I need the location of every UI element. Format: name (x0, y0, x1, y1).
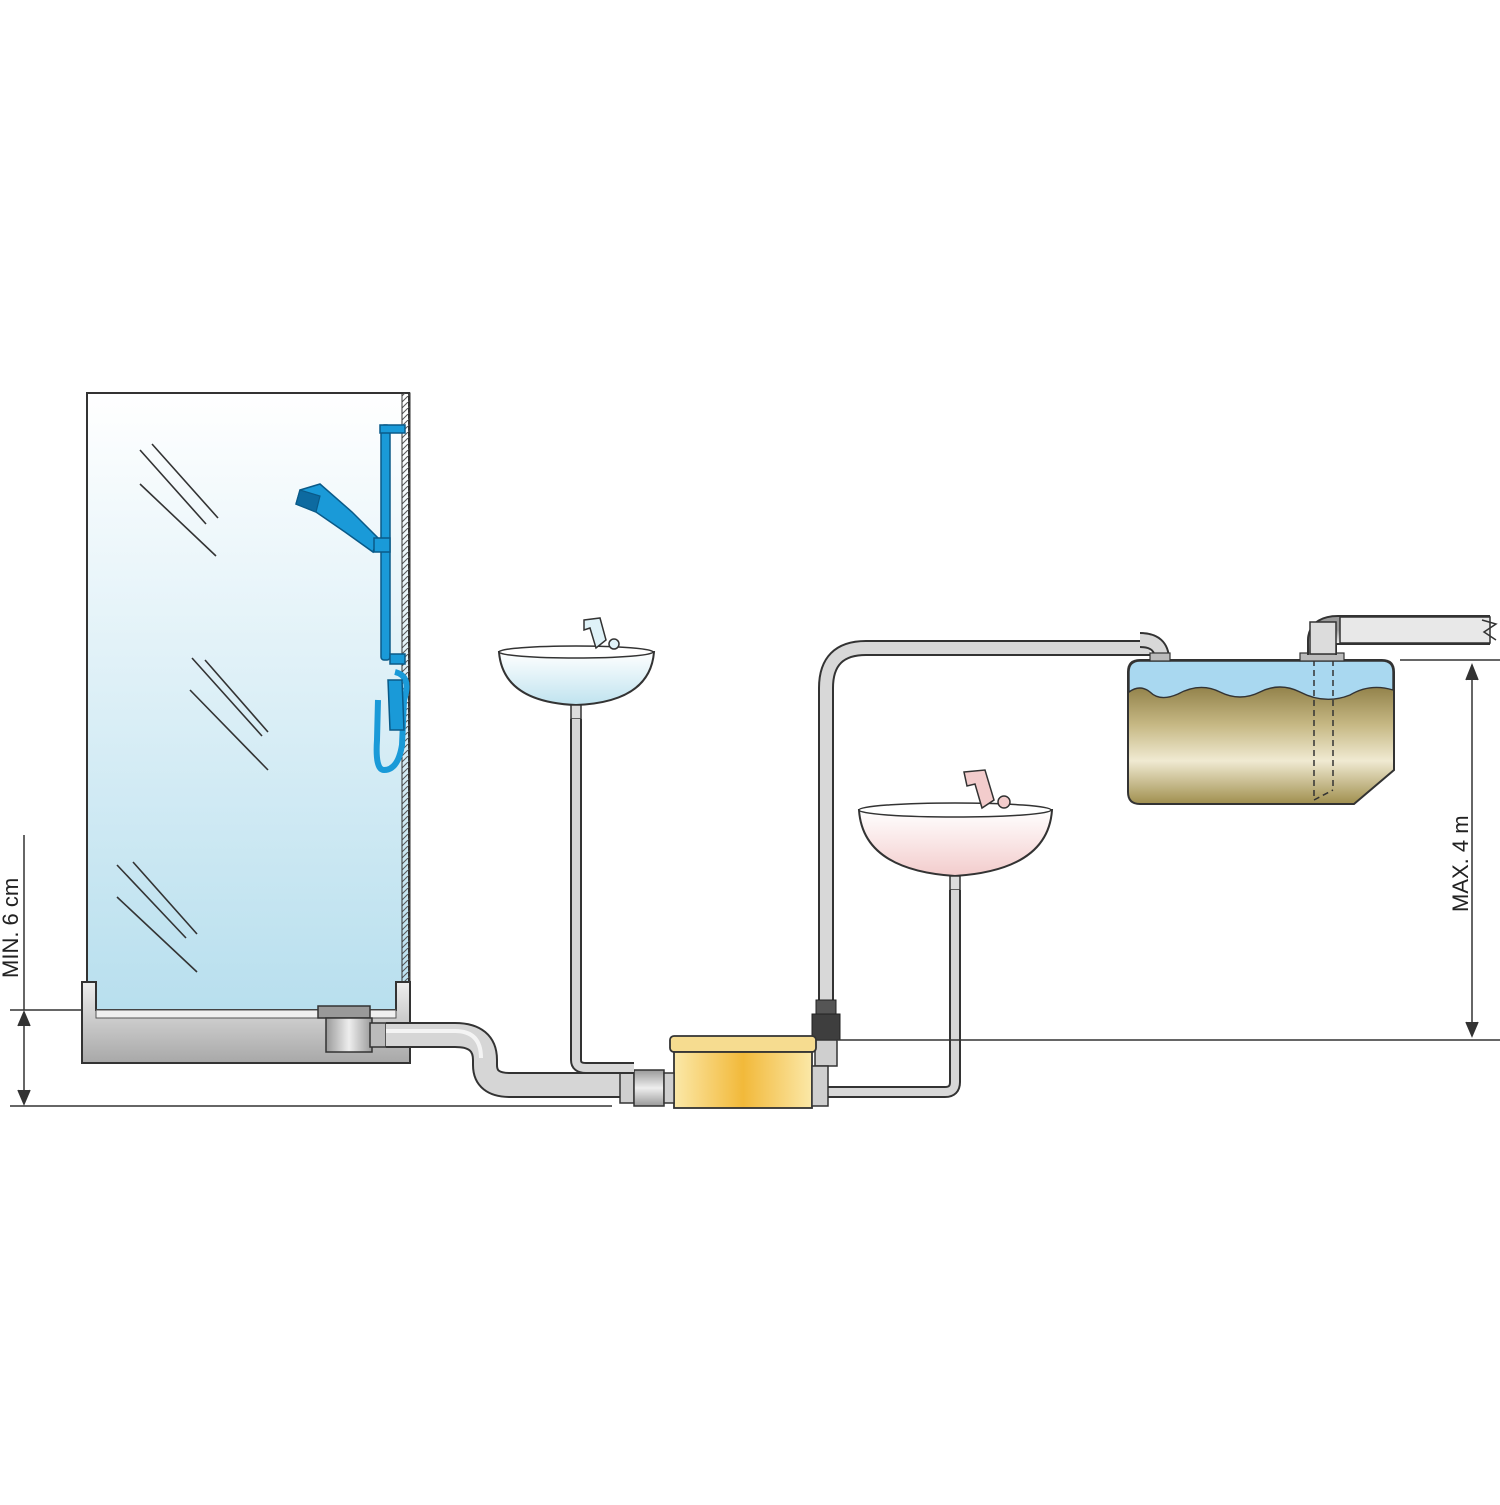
shower-cabin (86, 392, 411, 1011)
shower-drain-pipe (386, 1022, 665, 1107)
glass-reflection-lines (116, 443, 269, 973)
discharge-pipe (811, 632, 1170, 1067)
washbasin-upper-drain-pipe (570, 719, 634, 1074)
max-height-label: MAX. 4 m (1448, 815, 1473, 912)
vent-pipe (1307, 615, 1498, 655)
collection-tank (1127, 652, 1395, 805)
washbasin-lower (857, 769, 1054, 891)
dimension-max-height (838, 659, 1500, 1041)
shower-head-icon (295, 424, 410, 774)
min-height-label: MIN. 6 cm (0, 878, 23, 978)
washbasin-upper (497, 617, 656, 720)
shower-tray (81, 981, 411, 1064)
lifting-pump-unit (663, 1035, 829, 1109)
washbasin-lower-drain-pipe (812, 890, 961, 1098)
dimension-min-height (10, 835, 612, 1107)
